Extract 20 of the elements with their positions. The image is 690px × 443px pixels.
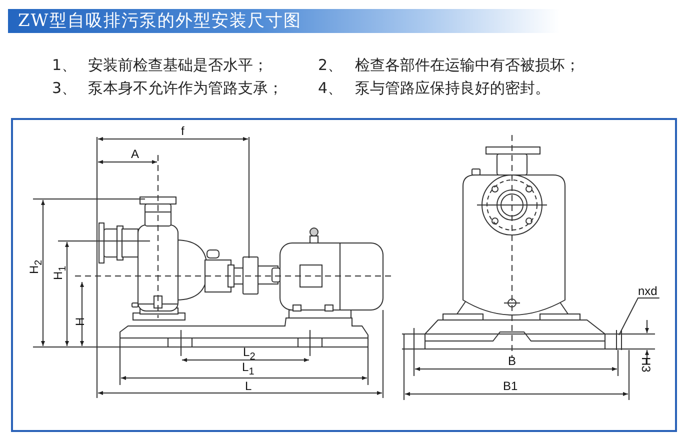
note-text: 安装前检查基础是否水平； [88, 58, 268, 73]
callout-label: nxd [638, 285, 658, 297]
dimension-label: L$_{2}$ [243, 346, 256, 362]
list-number: 4、 [318, 81, 343, 96]
dimension-label: H [74, 317, 86, 326]
list-number: 3、 [52, 81, 77, 96]
dimension-label: B [508, 355, 516, 367]
note-text: 检查各部件在运输中有否被损坏； [355, 58, 580, 73]
dimension-label: f [181, 125, 184, 137]
dimension-label: H3 [640, 357, 652, 372]
dimension-label: L [245, 380, 252, 392]
list-number: 1、 [52, 58, 77, 73]
bolt-hole [616, 330, 622, 350]
list-number: 2、 [318, 58, 343, 73]
leader-line [618, 298, 660, 336]
note-text: 泵与管路应保持良好的密封。 [355, 81, 550, 96]
dimension-label: L$_{1}$ [242, 361, 254, 378]
dimension-label: B1 [503, 380, 518, 392]
note-text: 泵本身不允许作为管路支承； [88, 81, 283, 96]
dimension-label: A [131, 148, 140, 160]
